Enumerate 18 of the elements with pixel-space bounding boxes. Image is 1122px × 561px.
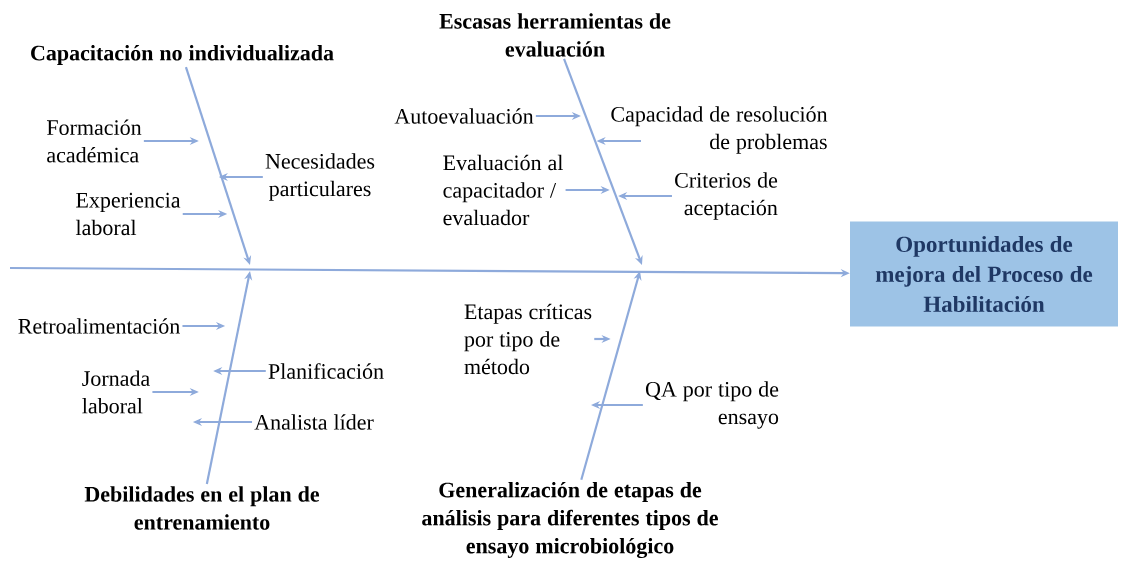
cause-label: Etapas críticas por tipo de método [464, 303, 592, 375]
cause-label: Formación académica [47, 119, 142, 163]
category-label: Capacitación no individualizada [31, 45, 334, 65]
cause-label: Autoevaluación [394, 108, 534, 124]
cause-label: Experiencia laboral [75, 192, 181, 236]
cause-label: Evaluación al capacitador / evaluador [443, 154, 563, 226]
cause-label: Capacidad de resolución de problemas [611, 106, 828, 154]
category-label: Debilidades en el plan de entrenamiento [84, 486, 320, 530]
cause-label: QA por tipo de ensayo [645, 381, 779, 429]
category-label: Generalización de etapas de análisis para diferentes tipos de ensayo microbiológico [422, 481, 718, 559]
cause-label: Retroalimentación [18, 318, 180, 334]
effect-box: Oportunidades de mejora del Proceso de Habilitación [850, 221, 1118, 327]
cause-label: Jornada laboral [82, 370, 150, 414]
cause-label: Necesidades particulares [265, 153, 375, 201]
category-label: Escasas herramientas de evaluación [439, 13, 671, 57]
cause-label: Analista líder [254, 414, 374, 430]
cause-label: Planificación [268, 363, 384, 379]
cause-label: Criterios de aceptación [675, 172, 778, 220]
